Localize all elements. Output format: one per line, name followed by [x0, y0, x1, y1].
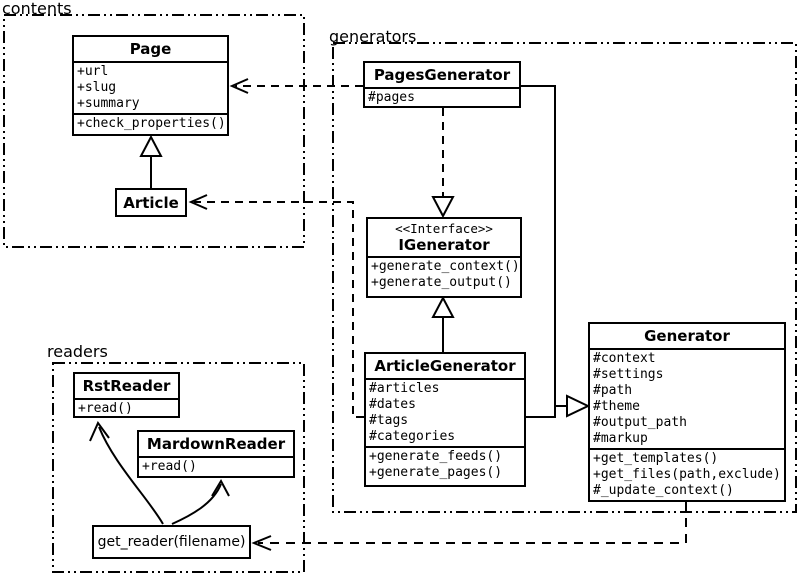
contents-package-label: contents	[2, 0, 72, 18]
class-articlegenerator-attributes: #articles #dates #tags #categories	[366, 378, 524, 446]
function-get-reader: get_reader(filename)	[92, 525, 251, 559]
dependency-pagesgenerator-page-arrowhead	[229, 78, 249, 94]
readers-package-label: readers	[47, 342, 108, 361]
attribute-row: #markup	[593, 431, 648, 446]
call-getreader-mardownreader-curve	[171, 483, 222, 525]
class-igenerator-header: <<Interface>> IGenerator	[368, 219, 520, 256]
attribute-row: #pages	[368, 90, 415, 105]
dependency-articlegenerator-article-arrowhead	[188, 194, 208, 210]
class-page-methods: +check_properties()	[74, 113, 227, 134]
method-row: +check_properties()	[77, 116, 226, 131]
class-article-title: Article	[123, 193, 179, 212]
generalization-pagesgenerator-generator-line	[521, 85, 556, 418]
attribute-row: #theme	[593, 399, 640, 414]
method-row: #_update_context()	[593, 483, 734, 498]
class-mardownreader-title: MardownReader	[146, 435, 286, 453]
class-igenerator-title: IGenerator	[398, 236, 490, 254]
class-mardownreader-methods: +read()	[139, 456, 293, 476]
method-row: +generate_context()	[371, 259, 520, 274]
attribute-row: #dates	[369, 397, 416, 412]
generalization-articlegenerator-igenerator-arrowhead	[431, 295, 455, 318]
method-row: +read()	[78, 401, 133, 416]
call-getreader-rstreader-curve	[98, 426, 164, 525]
generalization-article-page-arrowhead	[139, 134, 163, 157]
class-article: Article	[115, 188, 187, 217]
method-row: +generate_feeds()	[369, 449, 503, 464]
class-rstreader: RstReader +read()	[73, 372, 180, 418]
attribute-row: #output_path	[593, 415, 687, 430]
class-pagesgenerator-title: PagesGenerator	[373, 66, 511, 84]
dependency-articlegenerator-article-line	[194, 201, 364, 418]
attribute-row: #path	[593, 383, 633, 398]
generators-package-label: generators	[329, 27, 417, 46]
class-mardownreader: MardownReader +read()	[137, 430, 295, 478]
attribute-row: #tags	[369, 413, 409, 428]
class-articlegenerator-title: ArticleGenerator	[374, 357, 516, 375]
dependency-generator-getreader-line	[258, 502, 687, 544]
class-rstreader-title: RstReader	[82, 377, 171, 395]
generalization-generator-arrowhead	[566, 394, 591, 418]
method-row: +generate_output()	[371, 275, 512, 290]
attribute-row: +slug	[77, 80, 117, 95]
attribute-row: #settings	[593, 367, 664, 382]
readers-package-border	[52, 362, 305, 573]
class-page-title: Page	[129, 40, 172, 58]
attribute-row: #articles	[369, 381, 440, 396]
class-page: Page +url +slug +summary +check_properti…	[72, 35, 229, 136]
method-row: +generate_pages()	[369, 465, 503, 480]
class-generator: Generator #context #settings #path #them…	[588, 322, 786, 502]
class-pagesgenerator-attributes: #pages	[365, 87, 519, 106]
method-row: +get_templates()	[593, 451, 719, 466]
generators-package-border	[332, 42, 797, 513]
attribute-row: #context	[593, 351, 656, 366]
class-generator-attributes: #context #settings #path #theme #output_…	[590, 348, 784, 448]
contents-package-border	[3, 14, 305, 248]
method-row: +get_files(path,exclude)	[593, 467, 781, 482]
class-igenerator: <<Interface>> IGenerator +generate_conte…	[366, 217, 522, 298]
call-getreader-rstreader-arrowhead	[89, 421, 110, 442]
class-igenerator-methods: +generate_context() +generate_output()	[368, 256, 520, 296]
attribute-row: +url	[77, 64, 109, 79]
attribute-row: +summary	[77, 96, 140, 111]
realization-pagesgenerator-igenerator-arrowhead	[431, 196, 455, 219]
dependency-generator-getreader-arrowhead	[251, 535, 272, 551]
class-generator-methods: +get_templates() +get_files(path,exclude…	[590, 448, 784, 500]
class-generator-title: Generator	[644, 327, 730, 345]
class-page-attributes: +url +slug +summary	[74, 61, 227, 113]
method-row: +read()	[142, 459, 197, 474]
class-pagesgenerator: PagesGenerator #pages	[363, 61, 521, 108]
class-articlegenerator-methods: +generate_feeds() +generate_pages()	[366, 446, 524, 485]
class-rstreader-methods: +read()	[75, 398, 178, 416]
attribute-row: #categories	[369, 429, 456, 444]
call-getreader-mardownreader-arrowhead	[211, 478, 230, 497]
class-igenerator-stereotype: <<Interface>>	[395, 221, 493, 236]
class-articlegenerator: ArticleGenerator #articles #dates #tags …	[364, 352, 526, 487]
